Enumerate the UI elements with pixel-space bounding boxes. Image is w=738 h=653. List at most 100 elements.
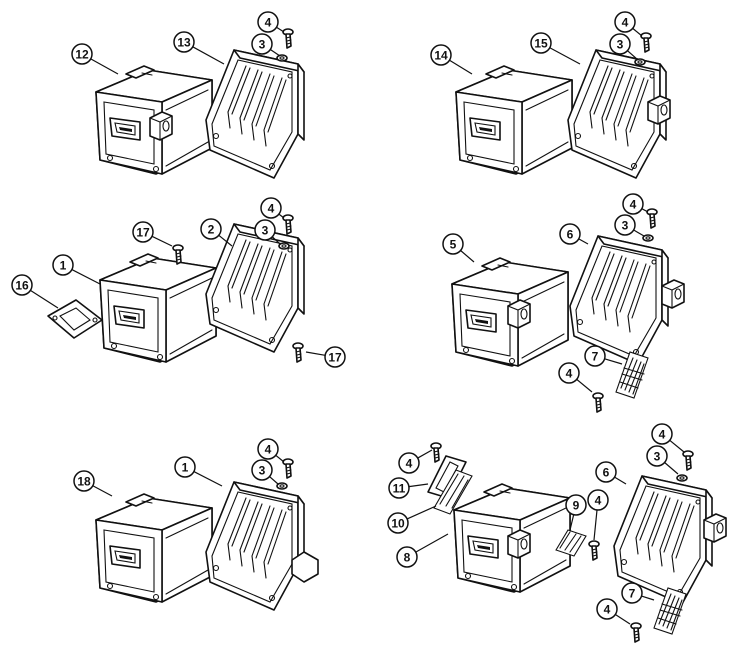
callout-circle <box>73 470 95 492</box>
callout-circle <box>622 193 644 215</box>
callout-c3c: 3 <box>254 219 276 241</box>
leader-line-c1b <box>193 471 223 487</box>
assembly-muffler-1-gasket <box>47 214 305 363</box>
callout-circle <box>71 43 93 65</box>
callout-circle <box>587 489 609 511</box>
leader-line-c8 <box>415 533 449 553</box>
callout-circle <box>595 461 617 483</box>
callout-number: 2 <box>208 223 215 237</box>
callout-c4e: 4 <box>558 362 580 384</box>
callout-circle <box>251 459 273 481</box>
callout-number: 3 <box>654 450 661 464</box>
leader-line-c4a <box>276 26 285 33</box>
callout-circle <box>398 452 420 474</box>
callout-c7b: 7 <box>621 582 643 604</box>
callout-c4i: 4 <box>587 489 609 511</box>
callout-c6a: 6 <box>559 223 581 245</box>
callout-number: 12 <box>75 48 89 62</box>
leader-line-c3d <box>633 229 645 237</box>
callout-c7a: 7 <box>584 345 606 367</box>
callout-circle <box>254 219 276 241</box>
callout-circle <box>584 345 606 367</box>
callout-circle <box>596 598 618 620</box>
leader-line-c16 <box>30 289 59 309</box>
callout-c11: 11 <box>388 477 410 499</box>
leader-line-c10 <box>406 505 437 520</box>
callout-c4b: 4 <box>614 11 636 33</box>
callout-number: 1 <box>60 259 67 273</box>
callout-c3g: 3 <box>646 445 668 467</box>
callout-number: 13 <box>177 36 191 50</box>
leader-line-c6a <box>578 238 589 245</box>
callout-number: 4 <box>630 198 637 212</box>
leader-line-c4c <box>278 213 285 219</box>
leader-line-c4h <box>417 449 433 459</box>
assembly-muffler-8 <box>427 442 727 643</box>
callout-circle <box>614 214 636 236</box>
callout-circle <box>174 456 196 478</box>
callout-number: 9 <box>573 499 580 513</box>
leader-line-c17a <box>151 235 173 247</box>
callout-number: 14 <box>434 49 448 63</box>
leader-line-c14 <box>449 59 473 75</box>
callout-circle <box>11 274 33 296</box>
callout-number: 15 <box>534 37 548 51</box>
callout-circle <box>132 221 154 243</box>
leader-line-c4b <box>632 27 643 37</box>
callout-circle <box>430 44 452 66</box>
leader-line-c12 <box>90 58 119 75</box>
callout-number: 4 <box>265 16 272 30</box>
leader-line-c17b <box>305 351 326 356</box>
callout-circle <box>257 11 279 33</box>
leader-line-c4j <box>615 613 631 625</box>
callout-c1b: 1 <box>174 456 196 478</box>
callout-c1a: 1 <box>52 254 74 276</box>
callout-number: 11 <box>393 482 406 496</box>
leader-line-c11 <box>408 483 429 488</box>
callout-circle <box>251 33 273 55</box>
callout-number: 8 <box>404 551 411 565</box>
callout-c4c: 4 <box>260 197 282 219</box>
callout-number: 7 <box>592 350 599 364</box>
leader-line-c7a <box>604 358 623 365</box>
callout-number: 4 <box>659 428 666 442</box>
leader-line-c7b <box>641 595 655 601</box>
callout-c12: 12 <box>71 43 93 65</box>
callout-circle <box>257 438 279 460</box>
callout-c13: 13 <box>173 31 195 53</box>
callout-number: 6 <box>567 228 574 242</box>
callout-circle <box>614 11 636 33</box>
callout-c3f: 3 <box>251 459 273 481</box>
callout-number: 4 <box>566 367 573 381</box>
callout-c18: 18 <box>73 470 95 492</box>
callout-number: 3 <box>617 38 624 52</box>
leader-line-c18 <box>92 485 113 497</box>
callout-number: 5 <box>450 238 457 252</box>
callout-circle <box>388 477 410 499</box>
callout-circle <box>530 32 552 54</box>
callout-circle <box>609 33 631 55</box>
callout-c4f: 4 <box>257 438 279 460</box>
callout-c17b: 17 <box>324 346 346 368</box>
leader-line-c3c <box>271 236 281 245</box>
leader-line-c4g <box>669 439 685 453</box>
callout-number: 3 <box>262 224 269 238</box>
callout-circle <box>559 223 581 245</box>
callout-number: 4 <box>604 603 611 617</box>
callout-c10: 10 <box>387 512 409 534</box>
leader-line-c9 <box>569 514 575 531</box>
callout-number: 16 <box>15 279 29 293</box>
callout-c4j: 4 <box>596 598 618 620</box>
callout-number: 4 <box>595 494 602 508</box>
callout-circle <box>173 31 195 53</box>
callout-number: 18 <box>77 475 91 489</box>
callout-number: 10 <box>391 517 405 531</box>
leader-line-c1a <box>71 269 101 285</box>
leader-line-c13 <box>192 46 225 65</box>
callout-c16: 16 <box>11 274 33 296</box>
callout-c9: 9 <box>565 494 587 516</box>
callout-number: 3 <box>622 219 629 233</box>
callout-circle <box>387 512 409 534</box>
callout-number: 6 <box>603 466 610 480</box>
